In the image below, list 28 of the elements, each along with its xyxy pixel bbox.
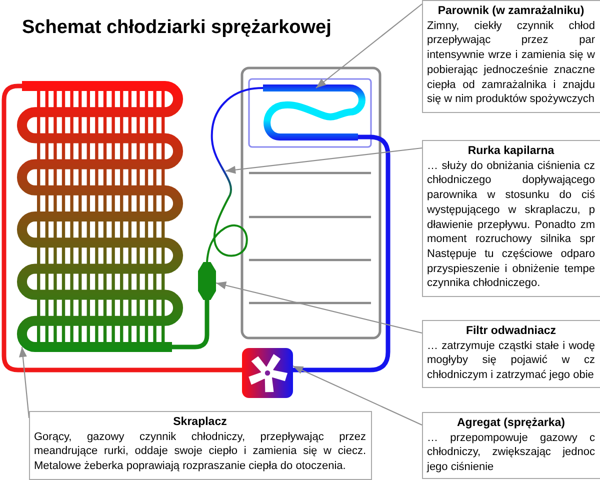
callout-text: … zatrzymuje cząstki stałe i wodę mogłyby się pojawić w cz chłodniczym i zatrzymać jego obie xyxy=(427,338,595,383)
callout-box xyxy=(29,411,372,480)
callout-box xyxy=(422,320,600,388)
callout-heading: Rurka kapilarna xyxy=(466,144,556,159)
evaporator-coil xyxy=(263,84,366,140)
callout-text: … służy do obniżania ciśnienia cz chłodniczego dopływającego parownika w stosunku do ciś występującego w skraplaczu, p dławienie przepływu. Ponadto zm moment rozruchowy silnika spr Następuje tu częściowe odparo przyspieszenie i obniżenie tempe czynnika chłodniczego. xyxy=(427,158,595,292)
diagram-title: Schemat chłodziarki sprężarkowej xyxy=(22,16,332,40)
callout-heading: Skraplacz xyxy=(172,415,228,430)
callout-heading: Parownik (w zamrażalniku) xyxy=(436,4,586,19)
leader-line xyxy=(292,366,422,426)
callout-text: … przepompowuje gazowy c chłodniczy, zwiększając jednoc jego ciśnienie xyxy=(427,430,595,475)
leader-line xyxy=(18,346,30,418)
callout-box xyxy=(422,140,600,297)
callout-heading: Agregat (sprężarka) xyxy=(456,416,566,431)
pipe xyxy=(172,300,210,350)
callout-box xyxy=(422,412,600,479)
filter-drier xyxy=(198,262,216,300)
callout-text: Zimny, ciekły czynnik chłod przepływając przez par intensywnie wrze i zamienia się w pobierając jednocześnie znaczne ciepła od zamrażalnika i znajdu się w nim produktów spożywczych xyxy=(427,18,595,107)
pipe xyxy=(293,134,390,372)
condenser-coil xyxy=(18,81,182,352)
callout-text: Gorący, gazowy czynnik chłodniczy, przepływając przez meandrujące rurki, oddaje swoje ciepło i zamienia się w ciecz. Metalowe żeberka poprawiają rozpraszanie ciepła do otoczenia. xyxy=(34,430,366,474)
leader-line xyxy=(225,147,422,174)
callout-heading: Filtr odwadniacz xyxy=(464,324,558,339)
leader-line xyxy=(316,4,422,88)
callout-box xyxy=(422,0,600,113)
capillary-tube xyxy=(206,87,264,262)
leader-line xyxy=(216,281,422,334)
fan-icon xyxy=(242,348,293,398)
